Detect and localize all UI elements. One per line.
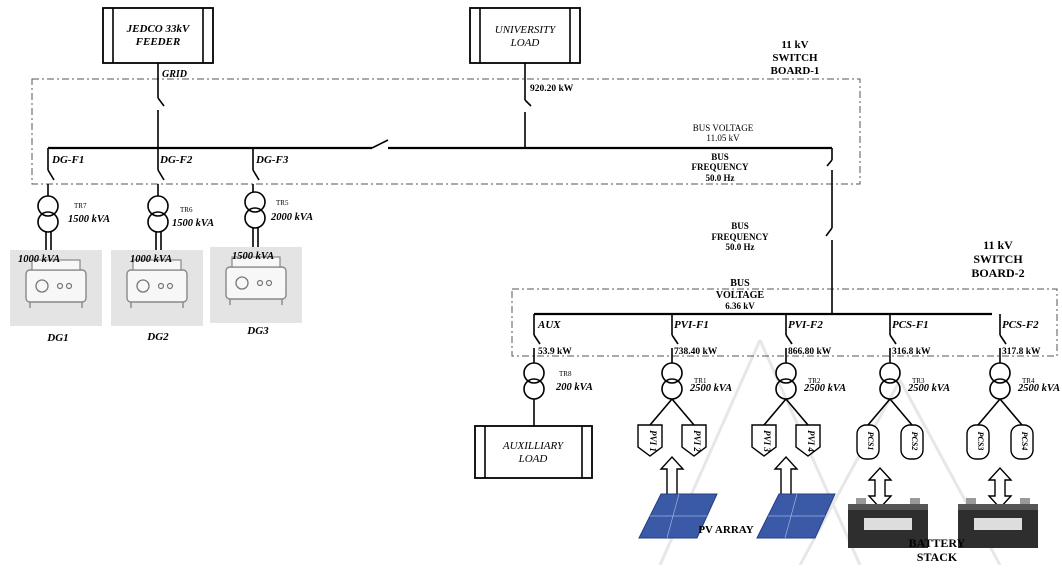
pcs-f2-power: 317.8 kW bbox=[1002, 347, 1041, 357]
university-label-1: UNIVERSITY bbox=[495, 24, 557, 36]
pcs-unit-1 bbox=[856, 424, 880, 460]
tr5-label: TR5 bbox=[276, 199, 289, 207]
sb1-title-1: 11 kV bbox=[781, 39, 808, 51]
dg2-rating: 1000 kVA bbox=[130, 254, 172, 265]
pcs-label-5: PCS1 bbox=[866, 432, 875, 451]
pv-inverter-label-4: PVI 4 bbox=[806, 430, 816, 452]
tr4-rating: 2500 kVA bbox=[1017, 383, 1060, 394]
sb2-title-3: BOARD-2 bbox=[971, 266, 1024, 280]
tr3-label: TR3 bbox=[912, 377, 925, 385]
battery-label-2: STACK bbox=[917, 550, 958, 564]
feeder-box bbox=[102, 7, 214, 64]
dg1-rating: 1000 kVA bbox=[18, 254, 60, 265]
sb1-title-2: SWITCH bbox=[772, 52, 818, 64]
dg-f1-label: DG-F1 bbox=[51, 154, 84, 166]
sb1-freq: 50.0 Hz bbox=[706, 173, 735, 183]
tr3-rating: 2500 kVA bbox=[907, 383, 950, 394]
dg-feeder-3 bbox=[209, 148, 303, 324]
tie-freq-label-1: BUS bbox=[731, 221, 749, 231]
battery-label-1: BATTERY bbox=[909, 536, 966, 550]
pvi-f1-power: 738.40 kW bbox=[674, 347, 718, 357]
tie-freq: 50.0 Hz bbox=[726, 242, 755, 252]
grid-label: GRID bbox=[162, 69, 187, 80]
switchboard-2-boundary bbox=[511, 288, 1058, 357]
sb2-bus-label-1: BUS bbox=[730, 278, 750, 289]
pv-inverter-2 bbox=[681, 424, 707, 457]
tr7-rating: 1500 kVA bbox=[68, 214, 110, 225]
sb2-title-1: 11 kV bbox=[983, 238, 1013, 252]
aux-label: AUX bbox=[537, 319, 561, 331]
dg2-label: DG2 bbox=[146, 331, 169, 343]
dg3-label: DG3 bbox=[246, 325, 269, 337]
tr6-rating: 1500 kVA bbox=[172, 218, 214, 229]
feeder-label-1: JEDCO 33kV bbox=[126, 23, 191, 35]
tr8-label: TR8 bbox=[559, 370, 572, 378]
sb2-title-2: SWITCH bbox=[973, 252, 1023, 266]
dg-f3-label: DG-F3 bbox=[255, 154, 289, 166]
pv-inverter-label-3: PVI 3 bbox=[762, 430, 772, 452]
sb1-bus-voltage: 11.05 kV bbox=[706, 133, 740, 143]
dg3-rating: 1500 kVA bbox=[232, 251, 274, 262]
switchboard-1-boundary bbox=[31, 78, 861, 185]
pvi-f2-power: 866.80 kW bbox=[788, 347, 832, 357]
pv-inverter-label-2: PVI 2 bbox=[692, 430, 702, 452]
sb2-bus-voltage: 6.36 kV bbox=[725, 301, 755, 311]
university-box bbox=[469, 7, 581, 64]
sb2-bus-label-2: VOLTAGE bbox=[716, 290, 764, 301]
dg-f2-label: DG-F2 bbox=[159, 154, 193, 166]
dg1-label: DG1 bbox=[46, 332, 68, 344]
aux-load-label-2: LOAD bbox=[518, 453, 548, 465]
pcs-f1-power: 316.8 kW bbox=[892, 347, 931, 357]
tie-line bbox=[825, 148, 833, 314]
university-connection bbox=[524, 63, 532, 148]
tie-freq-label-2: FREQUENCY bbox=[711, 232, 769, 242]
pcs-f2-label: PCS-F2 bbox=[1002, 319, 1039, 331]
pcs-label-8: PCS4 bbox=[1020, 432, 1029, 451]
aux-power: 53.9 kW bbox=[538, 347, 572, 357]
pv-array-2 bbox=[756, 456, 836, 539]
tr4-label: TR4 bbox=[1022, 377, 1035, 385]
tr2-label: TR2 bbox=[808, 377, 821, 385]
tr1-rating: 2500 kVA bbox=[689, 383, 732, 394]
tr6-label: TR6 bbox=[180, 206, 193, 214]
pv-inverter-3 bbox=[751, 424, 777, 457]
pcs-unit-2 bbox=[900, 424, 924, 460]
tr8-rating: 200 kVA bbox=[555, 382, 593, 393]
tr2-rating: 2500 kVA bbox=[803, 383, 846, 394]
grid-connection bbox=[157, 63, 165, 148]
pv-inverter-1 bbox=[637, 424, 663, 457]
feeder-label-2: FEEDER bbox=[135, 36, 181, 48]
pcs-unit-4 bbox=[1010, 424, 1034, 460]
pv-inverter-4 bbox=[795, 424, 821, 457]
pcs-unit-3 bbox=[966, 424, 990, 460]
sb1-bus-voltage-label: BUS VOLTAGE bbox=[693, 123, 754, 133]
sb1-freq-label-1: BUS bbox=[711, 152, 729, 162]
tr1-label: TR1 bbox=[694, 377, 707, 385]
pcs-label-7: PCS3 bbox=[976, 432, 985, 451]
dg-feeder-1 bbox=[9, 148, 103, 327]
aux-load-label-1: AUXILLIARY bbox=[502, 440, 565, 452]
pv-array-label: PV ARRAY bbox=[698, 524, 753, 536]
sb1-freq-label-2: FREQUENCY bbox=[691, 162, 749, 172]
university-label-2: LOAD bbox=[510, 37, 540, 49]
tr5-rating: 2000 kVA bbox=[270, 212, 313, 223]
pv-inverter-label-1: PVI 1 bbox=[648, 430, 658, 452]
pcs-label-6: PCS2 bbox=[910, 432, 919, 451]
pvi-f1-label: PVI-F1 bbox=[674, 319, 709, 331]
battery-stack-2 bbox=[958, 467, 1038, 548]
pcs-f1-label: PCS-F1 bbox=[892, 319, 929, 331]
tr7-label: TR7 bbox=[74, 202, 87, 210]
pvi-f2-label: PVI-F2 bbox=[788, 319, 823, 331]
university-power: 920.20 kW bbox=[530, 84, 574, 94]
dg-feeder-2 bbox=[110, 148, 204, 327]
sb1-title-3: BOARD-1 bbox=[771, 65, 820, 77]
aux-feeder bbox=[474, 314, 593, 479]
